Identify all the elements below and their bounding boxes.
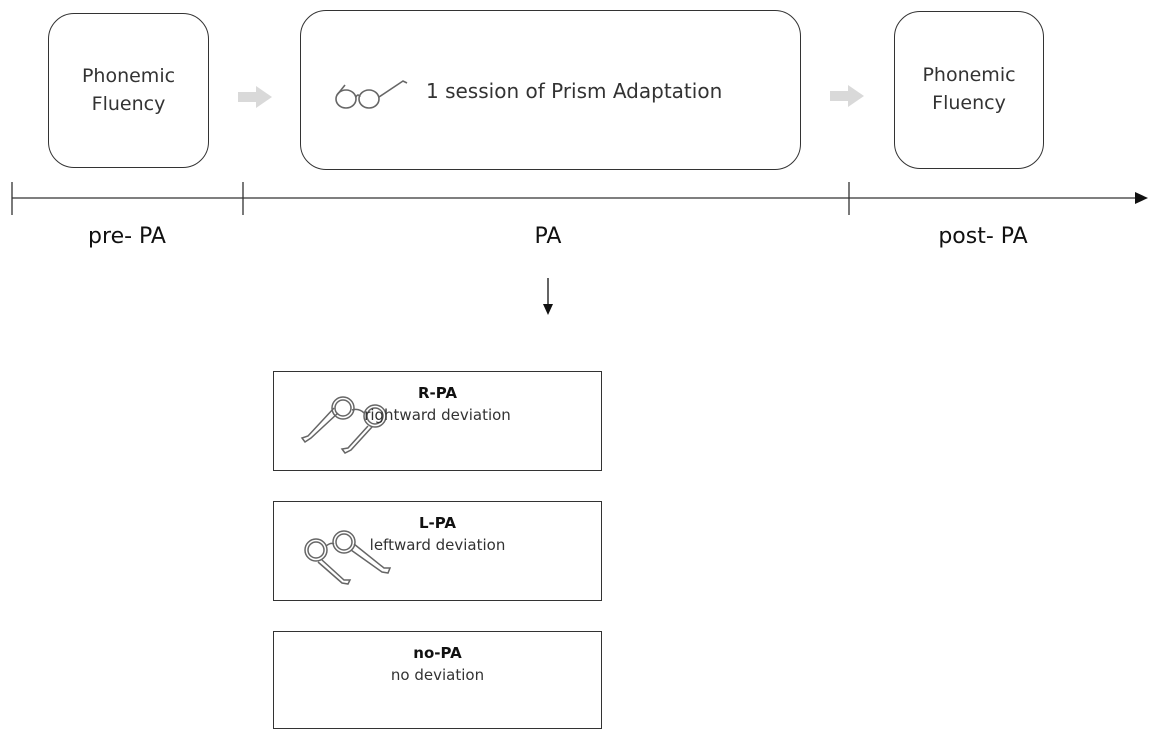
down-arrow-icon [543, 278, 553, 315]
glasses-right-icon [300, 396, 387, 454]
pa-session-box: 1 session of Prism Adaptation [300, 10, 801, 170]
glasses-left-icon [304, 530, 392, 585]
phase-label-pa: PA [534, 224, 562, 249]
phase-label-pre: pre- PA [88, 224, 166, 249]
condition-subtitle: leftward deviation [369, 536, 506, 554]
condition-subtitle: no deviation [390, 666, 485, 684]
timeline-axis [11, 182, 1148, 215]
condition-r-pa: R-PA rightward deviation [273, 371, 602, 471]
post-pa-box-text: Phonemic Fluency [922, 64, 1016, 114]
condition-subtitle: rightward deviation [364, 406, 511, 424]
condition-title: no-PA [413, 644, 462, 662]
glasses-icon [335, 80, 408, 109]
gray-arrow-icon [830, 85, 864, 107]
condition-l-pa: L-PA leftward deviation [273, 501, 602, 601]
post-pa-box: Phonemic Fluency [894, 11, 1044, 169]
condition-no-pa: no-PA no deviation [273, 631, 602, 729]
condition-title: R-PA [417, 384, 457, 402]
condition-title: L-PA [418, 514, 456, 532]
phase-label-post: post- PA [938, 224, 1028, 249]
pa-session-text: 1 session of Prism Adaptation [426, 79, 723, 103]
gray-arrow-icon [238, 86, 272, 108]
pre-pa-box-text: Phonemic Fluency [81, 64, 176, 115]
pre-pa-box: Phonemic Fluency [48, 13, 209, 168]
